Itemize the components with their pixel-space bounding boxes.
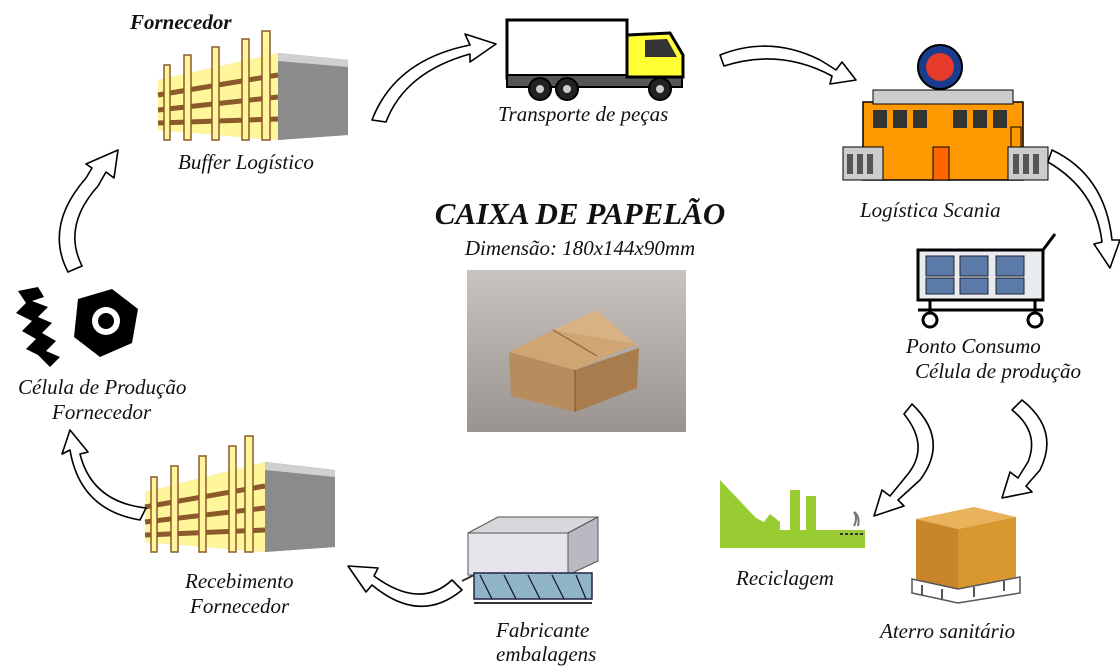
consumption-label-line1: Ponto Consumo bbox=[906, 334, 1041, 358]
packaging-label-line2: embalagens bbox=[496, 642, 597, 666]
packaging-factory-icon bbox=[458, 515, 606, 607]
screw-nut-icon bbox=[8, 285, 143, 370]
curved-arrow-icon bbox=[61, 429, 147, 521]
receiving-label-line1: Recebimento bbox=[185, 569, 294, 593]
curved-arrow-icon bbox=[719, 45, 857, 85]
transport-label: Transporte de peças bbox=[498, 102, 669, 126]
diagram-title: CAIXA DE PAPELÃO bbox=[434, 196, 726, 231]
receiving-label-line2: Fornecedor bbox=[190, 594, 290, 618]
cardboard-box-photo bbox=[467, 270, 686, 432]
production-label-line1: Célula de Produção bbox=[18, 375, 187, 399]
buffer-label: Buffer Logístico bbox=[178, 150, 314, 174]
landfill-label: Aterro sanitário bbox=[880, 619, 1016, 643]
recycling-factory-icon bbox=[720, 478, 870, 550]
recycling-label: Reciclagem bbox=[736, 566, 834, 590]
curved-arrow-icon bbox=[58, 149, 119, 273]
packaging-label-line1: Fabricante bbox=[496, 618, 590, 642]
truck-icon bbox=[505, 15, 690, 105]
diagram-subtitle: Dimensão: 180x144x90mm bbox=[464, 236, 696, 260]
production-label-line2: Fornecedor bbox=[52, 400, 152, 424]
supplier-heading: Fornecedor bbox=[130, 10, 232, 34]
shopping-cart-icon bbox=[910, 232, 1060, 332]
scania-label: Logística Scania bbox=[860, 198, 1001, 222]
curved-arrow-icon bbox=[1001, 399, 1048, 499]
receiving-warehouse-icon bbox=[144, 432, 335, 557]
curved-arrow-icon bbox=[347, 565, 463, 608]
curved-arrow-icon bbox=[371, 33, 497, 123]
warehouse-icon bbox=[157, 25, 348, 145]
landfill-box-icon bbox=[911, 493, 1022, 604]
consumption-label-line2: Célula de produção bbox=[915, 359, 1082, 383]
scania-factory-icon bbox=[842, 42, 1049, 192]
